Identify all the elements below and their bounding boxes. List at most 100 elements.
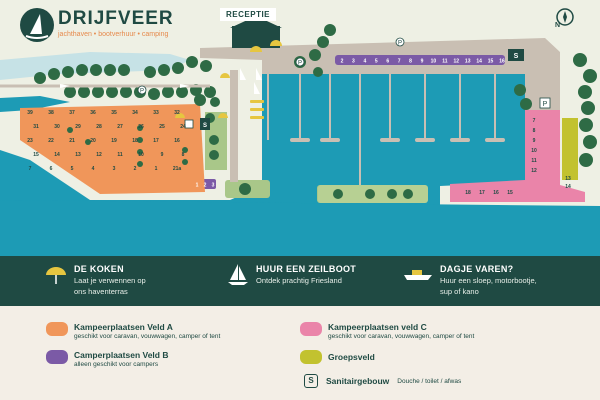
feature-desc-line1: Laat je verwennen op <box>74 276 146 285</box>
compass-icon <box>556 8 574 26</box>
veld-b-pitch-number: 6 <box>386 59 389 65</box>
veld-c-pitch-number: 7 <box>533 118 536 124</box>
brand: DRIJFVEER jachthaven • bootverhuur • cam… <box>18 6 208 46</box>
sanitary-building-veld-a <box>200 118 210 130</box>
veld-c-pitch-number: 14 <box>565 184 571 190</box>
veld-b-small-number: 1 <box>196 183 199 189</box>
veld-c-pitch-number: 8 <box>533 128 536 134</box>
feature-title: HUUR EEN ZEILBOOT <box>256 264 357 274</box>
legend-veld-c: Kampeerplaatsen veld C geschikt voor car… <box>300 322 474 340</box>
parking-label: P <box>298 61 302 67</box>
sailboat-icon <box>228 264 248 285</box>
veld-a-pitch-number: 6 <box>50 166 53 172</box>
logo-icon <box>20 8 54 42</box>
veld-b-pitch-number: 14 <box>476 59 482 65</box>
veld-a-pitch-number: 26 <box>138 124 144 130</box>
veld-a-pitch-number: 8 <box>182 152 185 158</box>
veld-b-pitch-number: 16 <box>499 59 505 65</box>
veld-a-swatch <box>46 322 68 336</box>
veld-a-pitch-number: 14 <box>54 152 60 158</box>
veld-a-pitch-number: 28 <box>96 124 102 130</box>
legend-desc: alleen geschikt voor campers <box>74 361 159 368</box>
veld-c-pitch-number: 9 <box>533 138 536 144</box>
veld-a-pitch-number: 10 <box>138 152 144 158</box>
parking-label: P <box>543 101 548 108</box>
trees <box>34 24 597 199</box>
veld-b-pitch-number: 7 <box>398 59 401 65</box>
feature-desc-line2: ons haventerras <box>74 287 128 296</box>
legend-groepsveld: Groepsveld <box>300 350 375 364</box>
legend-veld-a: Kampeerplaatsen Veld A geschikt voor car… <box>46 322 220 340</box>
veld-a-pitch-number: 38 <box>48 110 54 116</box>
feature-title: DE KOKEN <box>74 264 124 274</box>
veld-a-pitch-number: 18 <box>132 138 138 144</box>
veld-a-pitch-number: 37 <box>69 110 75 116</box>
legend-title: Kampeerplaatsen Veld A <box>74 322 173 332</box>
feature-desc-line1: Huur een sloep, motorbootje, <box>440 276 537 285</box>
veld-b-pitch-number: 4 <box>363 59 366 65</box>
reception-building <box>232 26 280 48</box>
veld-a-pitch-number: 9 <box>161 152 164 158</box>
veld-b-pitch-number: 11 <box>442 59 448 65</box>
feature-koken: DE KOKEN Laat je verwennen op ons havent… <box>74 264 146 296</box>
veld-a-pitch-number: 23 <box>27 138 33 144</box>
feature-desc-line2: sup of kano <box>440 287 479 296</box>
legend-title: Camperplaatsen Veld B <box>74 350 169 360</box>
veld-a-pitch-number: 30 <box>54 124 60 130</box>
legend-sanitair: S Sanitairgebouw Douche / toilet / afwas <box>304 374 461 388</box>
veld-b-strip <box>335 55 505 65</box>
legend-title: Groepsveld <box>328 352 375 362</box>
veld-b-pitch-number: 10 <box>431 59 437 65</box>
veld-a-pitch-number: 32 <box>174 110 180 116</box>
veld-b-pitch-number: 12 <box>454 59 460 65</box>
feature-dagje-varen: DAGJE VAREN? Huur een sloep, motorbootje… <box>440 264 537 296</box>
veld-b-pitch-number: 5 <box>375 59 378 65</box>
veld-a-pitch-number: 34 <box>132 110 138 116</box>
parking-label: P <box>398 41 402 47</box>
sanitary-label: S <box>514 53 519 60</box>
veld-a-pitch-number: 31 <box>33 124 39 130</box>
veld-a-pitch-number: 4 <box>92 166 95 172</box>
veld-c-pitch-number: 12 <box>531 168 537 174</box>
umbrella-icon <box>46 267 66 284</box>
veld-b-small-number: 2 <box>204 183 207 189</box>
feature-zeilboot: HUUR EEN ZEILBOOT Ontdek prachtig Friesl… <box>256 264 356 285</box>
sanitair-badge: S <box>304 374 318 388</box>
legend-desc: geschikt voor caravan, vouwwagen, camper… <box>74 333 221 340</box>
legend-veld-b: Camperplaatsen Veld B alleen geschikt vo… <box>46 350 168 368</box>
water-lower-band <box>0 200 600 256</box>
veld-a-pitch-number: 35 <box>111 110 117 116</box>
veld-a-pitch-number: 1 <box>155 166 158 172</box>
veld-a-pitch-number: 15 <box>33 152 39 158</box>
veld-a-pitch-number: 11 <box>117 152 123 158</box>
veld-a-pitch-number: 12 <box>96 152 102 158</box>
brand-title: DRIJFVEER <box>58 8 174 29</box>
veld-c-swatch <box>300 322 322 336</box>
veld-a-pitch-number: 13 <box>75 152 81 158</box>
veld-c-pitch-number: 17 <box>479 190 485 196</box>
reception-label: RECEPTIE <box>220 8 277 21</box>
legend-title: Kampeerplaatsen veld C <box>328 322 427 332</box>
veld-a-pitch-number: 21a <box>173 166 182 172</box>
veld-b-swatch <box>46 350 68 364</box>
veld-a-pitch-number: 22 <box>48 138 54 144</box>
veld-c-pitch-number: 16 <box>493 190 499 196</box>
veld-c-pitch-number: 10 <box>531 148 537 154</box>
veld-c-pitch-number: 13 <box>565 176 571 182</box>
veld-a-pitch-number: 29 <box>75 124 81 130</box>
sanitary-building-harbor <box>508 49 524 61</box>
veld-c-pitch-number: 15 <box>507 190 513 196</box>
feature-desc-line1: Ontdek prachtig Friesland <box>256 276 342 285</box>
veld-a-pitch-number: 39 <box>27 110 33 116</box>
veld-a-pitch-number: 24 <box>180 124 186 130</box>
veld-b-pitch-number: 2 <box>341 59 344 65</box>
veld-a-pitch-number: 5 <box>71 166 74 172</box>
veld-b-pitch-number: 9 <box>421 59 424 65</box>
sanitary-label: S <box>203 123 207 129</box>
water-left-channel <box>0 96 70 112</box>
veld-b-pitch-number: 13 <box>465 59 471 65</box>
